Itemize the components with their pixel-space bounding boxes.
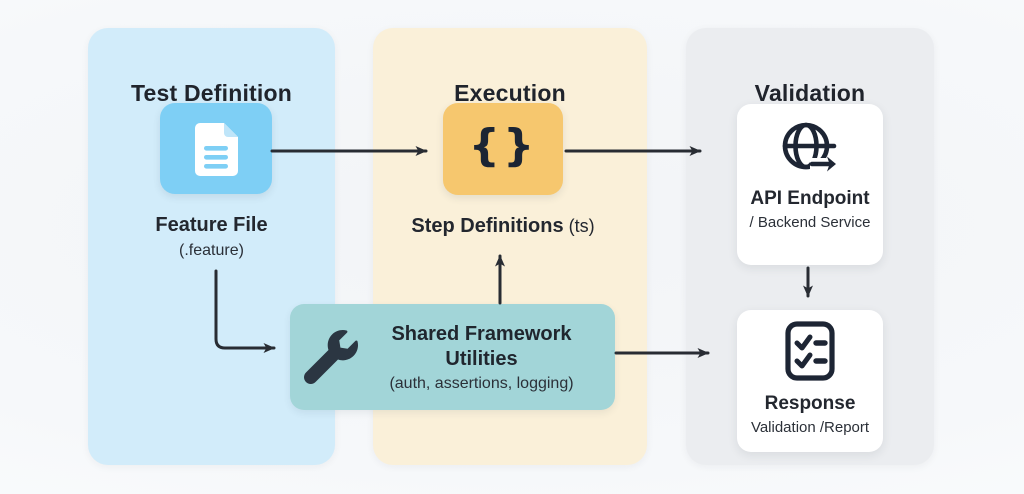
braces-icon: {}: [468, 120, 538, 171]
api-endpoint-label: API Endpoint: [750, 188, 870, 209]
feature-file-sublabel: (.feature): [179, 242, 244, 259]
feature-file-label: Feature File: [155, 214, 268, 236]
feature-file-node: [160, 103, 272, 194]
shared-utilities-labels: Shared Framework Utilities (auth, assert…: [358, 322, 615, 393]
checklist-icon: [781, 319, 839, 385]
step-definitions-suffix: (ts): [563, 216, 595, 236]
step-definitions-node: {}: [443, 103, 563, 195]
globe-arrow-icon: [777, 118, 843, 180]
step-definitions-label: Step Definitions: [411, 215, 564, 237]
api-endpoint-card: API Endpoint / Backend Service: [737, 104, 883, 265]
shared-utilities-sublabel: (auth, assertions, logging): [389, 374, 574, 392]
document-icon: [190, 120, 242, 178]
response-validation-card: Response Validation /Report: [737, 310, 883, 452]
step-definitions-labels: Step Definitions (ts): [383, 214, 623, 238]
api-endpoint-sublabel: / Backend Service: [749, 213, 871, 231]
shared-utilities-label: Shared Framework Utilities: [391, 322, 572, 370]
response-sublabel: Validation /Report: [750, 418, 870, 436]
column-test-definition: Test Definition: [88, 28, 335, 465]
column-title-execution: Execution: [454, 80, 566, 106]
column-title-test-definition: Test Definition: [130, 80, 292, 106]
wrench-icon: [304, 330, 358, 384]
shared-utilities-box: Shared Framework Utilities (auth, assert…: [290, 304, 615, 410]
column-title-validation: Validation: [754, 80, 866, 106]
feature-file-labels: Feature File (.feature): [88, 213, 335, 260]
response-label: Response: [764, 393, 856, 414]
